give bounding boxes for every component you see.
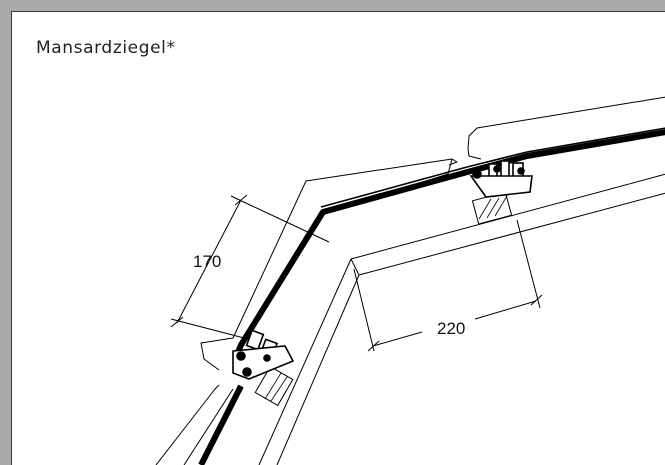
dimension-label-170: 170 bbox=[193, 252, 221, 271]
mansard-section-drawing: 170 220 bbox=[155, 96, 665, 465]
drawing-sheet: Mansardziegel* bbox=[11, 11, 665, 465]
upper-rafter-line-2 bbox=[358, 192, 665, 276]
ridge-tile-outline bbox=[200, 158, 458, 371]
membrane-thin-line bbox=[320, 127, 665, 208]
dimension-label-220: 220 bbox=[437, 319, 465, 338]
membrane-lower-thick-line bbox=[198, 384, 244, 465]
dimension-220 bbox=[353, 219, 543, 352]
upper-tile-outline bbox=[467, 96, 665, 150]
lower-clip-detail bbox=[232, 329, 295, 380]
rafter-corner bbox=[350, 258, 360, 276]
dimension-170 bbox=[170, 194, 330, 340]
upper-tile-lower-edge bbox=[467, 148, 482, 160]
upper-clip-detail bbox=[469, 160, 533, 198]
lower-rafter-line-2 bbox=[276, 274, 360, 465]
drawing-title: Mansardziegel* bbox=[36, 38, 176, 58]
lower-tile-outline bbox=[155, 384, 220, 465]
membrane-thick-line bbox=[233, 129, 665, 359]
batten-hatching bbox=[264, 195, 508, 402]
lower-rafter-line bbox=[258, 258, 352, 465]
lower-tile-inner bbox=[183, 388, 234, 465]
lower-batten bbox=[254, 366, 294, 406]
